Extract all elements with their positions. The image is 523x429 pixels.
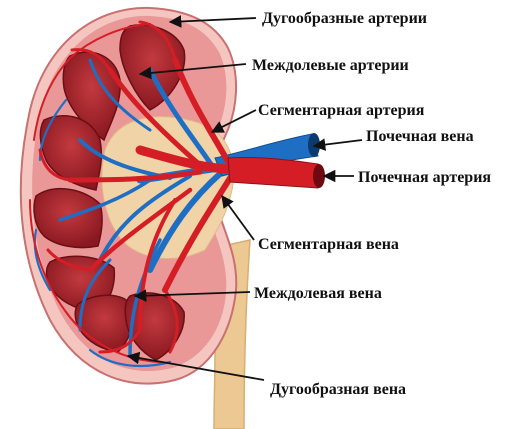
- label-arcuate-vein: Дугообразная вена: [270, 381, 406, 398]
- label-segmental-artery: Сегментарная артерия: [258, 102, 425, 119]
- label-interlobar-vein: Междолевая вена: [254, 285, 382, 302]
- label-arcuate-arteries: Дугообразные артерии: [262, 10, 427, 27]
- label-segmental-vein: Сегментарная вена: [258, 236, 399, 253]
- label-renal-vein: Почечная вена: [366, 128, 474, 145]
- label-interlobar-arteries: Междолевые артерии: [252, 57, 409, 74]
- label-renal-artery: Почечная артерия: [358, 169, 491, 186]
- renal-artery-opening: [313, 164, 325, 188]
- renal-artery: [228, 157, 318, 188]
